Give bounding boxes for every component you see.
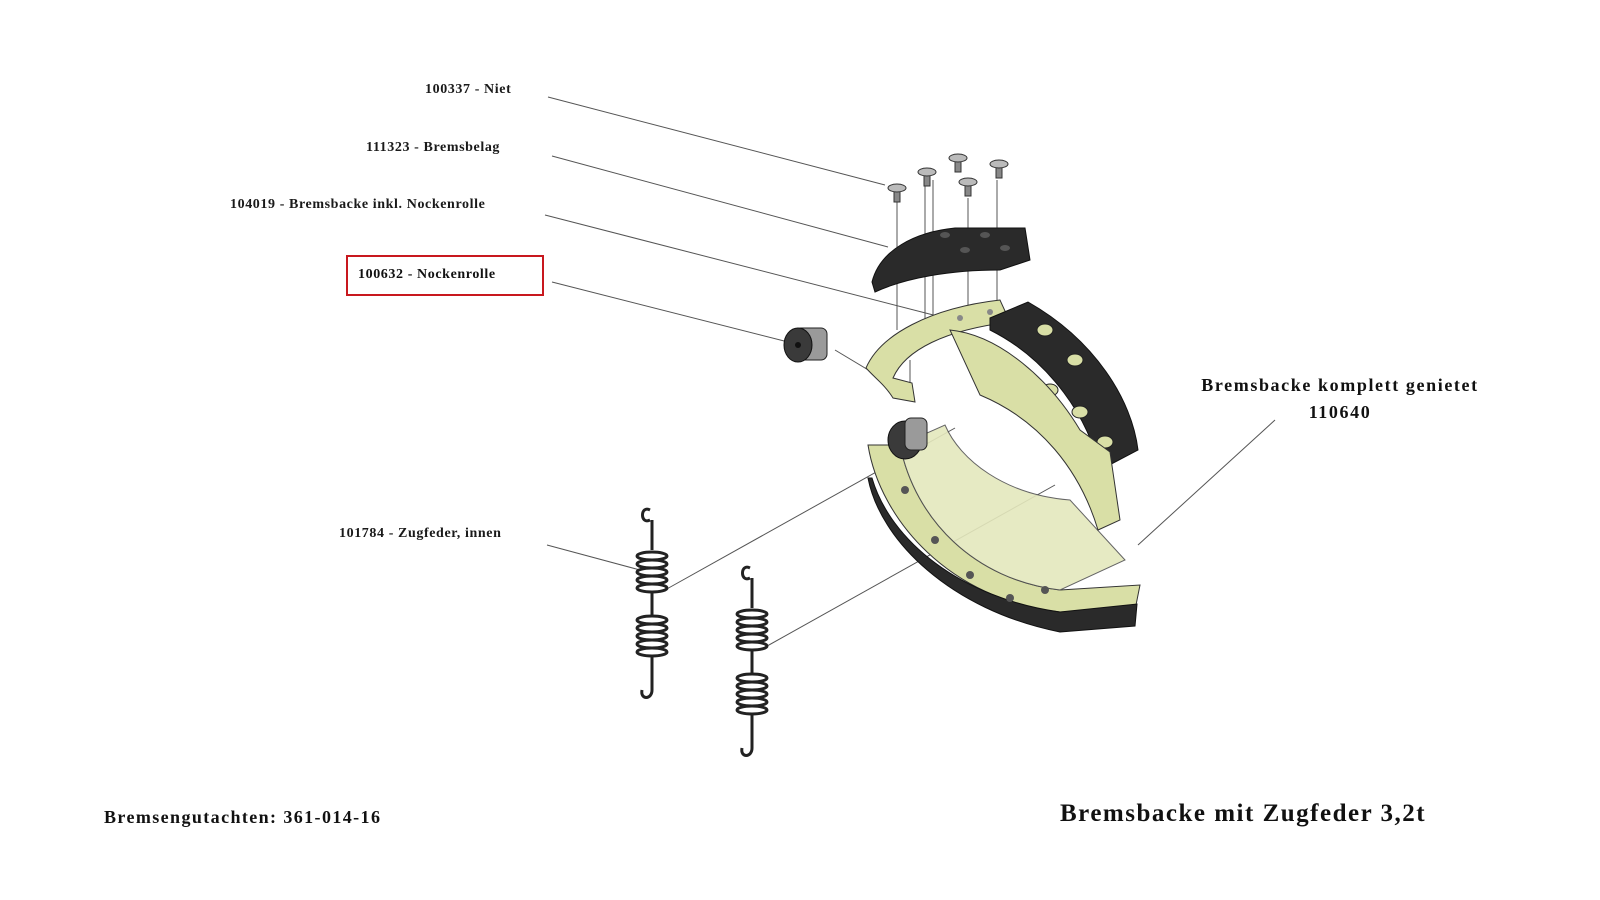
leader-nockenrolle [551,281,801,346]
callout-nockenrolle-highlight-frame[interactable]: 100632 - Nockenrolle [346,255,544,296]
report-number: Bremsengutachten: 361-014-16 [104,807,382,827]
callout-bremsbelag[interactable]: 111323 - Bremsbelag [366,140,501,155]
brake-lining-part [871,227,1031,293]
assembly-number: 110640 [1308,402,1372,422]
leader-bremsbelag [551,155,889,248]
leader-niet [547,96,886,186]
assembly-name[interactable]: Bremsbacke komplett genietet [1201,375,1479,395]
rivets [887,153,1009,203]
brake-shoe-upper-part [865,299,1011,403]
callout-niet[interactable]: 100337 - Niet [425,82,512,97]
leader-assembly [1137,419,1276,546]
callout-zugfeder[interactable]: 101784 - Zugfeder, innen [339,526,502,541]
leader-zugfeder [546,544,641,571]
drawing-title: Bremsbacke mit Zugfeder 3,2t [1060,800,1427,827]
brake-shoe-assembled-part [867,301,1141,633]
cam-roller-part [783,327,828,363]
callout-nockenrolle: 100632 - Nockenrolle [358,267,496,282]
tension-springs-part [635,507,769,757]
callout-bremsbacke[interactable]: 104019 - Bremsbacke inkl. Nockenrolle [230,197,486,212]
leader-bremsbacke [544,214,946,319]
